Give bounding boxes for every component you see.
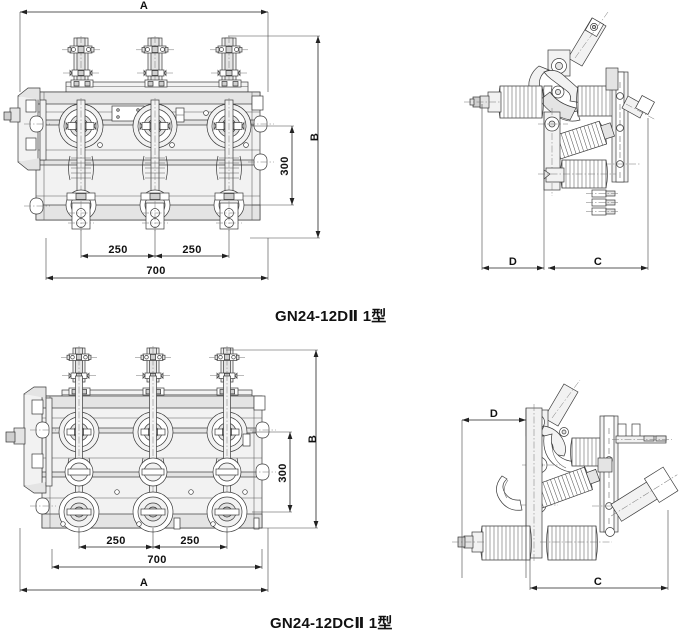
dimension-250-right: 250: [155, 230, 230, 259]
drive-housing-left: [3, 87, 47, 171]
switch-body-front: [3, 35, 274, 231]
dim-label-250-right: 250: [182, 244, 201, 256]
mounting-column: [604, 67, 640, 183]
dim-label-C: C: [594, 256, 602, 268]
figure-bottom-front-view: B 300 250: [0, 332, 340, 602]
dim-label-D: D: [509, 256, 517, 268]
dimension-D-bottom-side: D: [461, 408, 527, 578]
dimension-250-left: 250: [80, 230, 156, 259]
dimension-B-right-bottom: B: [226, 349, 319, 529]
dimension-300-right-bottom: 300: [252, 431, 293, 513]
rotary-hubs-row3: [58, 491, 248, 533]
lower-left-insulator: [452, 525, 532, 561]
caption-top-figure: GN24-12DⅡ 1型: [275, 308, 387, 325]
upper-insulator-right: [576, 85, 616, 117]
lower-insulator: [538, 159, 616, 189]
dim-label-A: A: [140, 0, 148, 12]
dim-label-D-bottom: D: [490, 408, 498, 420]
lower-center-insulator: [540, 525, 612, 561]
dim-label-B-bottom: B: [307, 435, 319, 443]
dimension-C-bottom-side: C: [529, 510, 669, 591]
figure-top-front-view: A: [0, 0, 340, 300]
rotary-insulator-hubs: [58, 103, 252, 149]
rotary-hubs-row2: [64, 457, 242, 487]
dimension-250-left-bottom: 250: [78, 528, 154, 550]
switch-body-front-bottom: [5, 345, 276, 533]
dimension-C-top-side: C: [548, 118, 649, 271]
operating-lever: [567, 11, 609, 67]
figure-top-side-view: D C: [440, 0, 680, 300]
dim-label-700: 700: [146, 265, 165, 277]
dim-label-300-bottom: 300: [277, 463, 289, 482]
dimension-700-bottom: 700: [51, 549, 263, 570]
dimension-300-right: 300: [252, 125, 295, 206]
dimension-700: 700: [45, 238, 269, 281]
dim-label-B: B: [309, 133, 321, 141]
dimension-A-bottom: A: [19, 528, 269, 593]
terminal-bolts: [586, 189, 620, 216]
drive-housing-left-bottom: [5, 386, 53, 494]
dim-label-250-left: 250: [108, 244, 127, 256]
lower-contact-assemblies: [65, 189, 245, 231]
dim-label-A-bottom: A: [140, 577, 148, 589]
dim-label-250-left-bottom: 250: [106, 535, 125, 547]
dim-label-C-bottom: C: [594, 576, 602, 588]
dim-label-300: 300: [279, 156, 291, 175]
dimension-B-right: B: [228, 35, 321, 239]
right-terminal-arm: [605, 466, 679, 537]
side-assembly-top: [464, 11, 657, 216]
dimension-A-top: A: [19, 0, 269, 92]
figure-bottom-side-view: D C: [440, 379, 680, 610]
dim-label-250-right-bottom: 250: [180, 535, 199, 547]
upper-insulator-left: [464, 85, 544, 119]
terminal-bolts-top-right: [612, 423, 672, 444]
dimension-250-right-bottom: 250: [153, 528, 228, 550]
operating-lever-bottom: [543, 379, 581, 427]
caption-bottom-figure: GN24-12DCⅡ 1型: [270, 615, 393, 632]
dim-label-700-bottom: 700: [147, 554, 166, 566]
side-assembly-bottom: [452, 379, 679, 562]
dimension-D-top-side: D: [481, 104, 545, 271]
